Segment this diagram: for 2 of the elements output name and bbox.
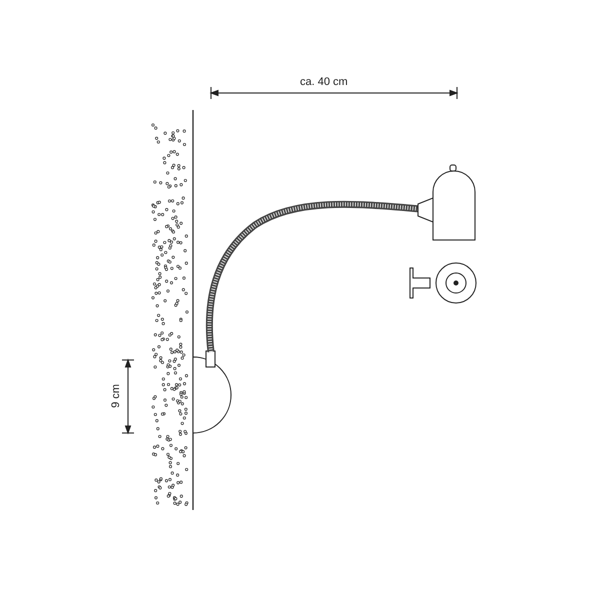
dimension-label: ca. 40 cm [300,76,348,88]
dimension-label: 9 cm [110,384,122,408]
